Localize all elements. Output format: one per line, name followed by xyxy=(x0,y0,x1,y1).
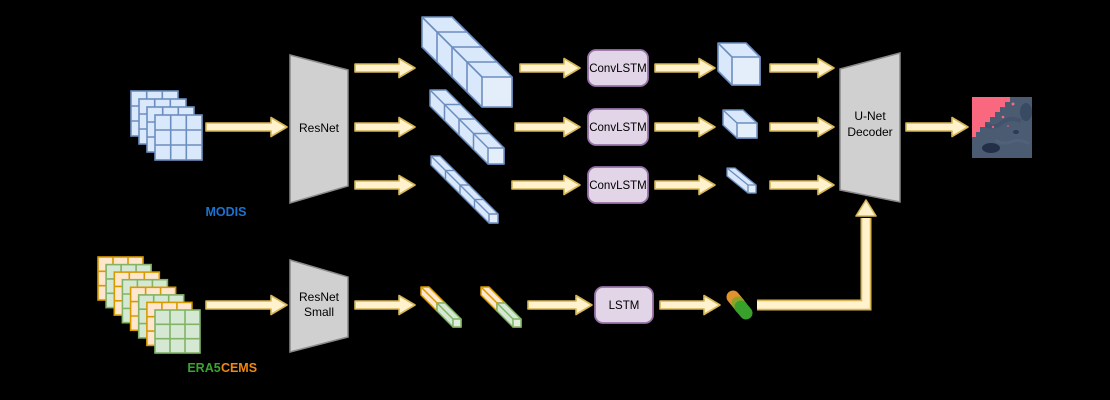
lstm-block: LSTM xyxy=(594,286,654,324)
unet-label-line2: Decoder xyxy=(847,125,892,139)
arrow-seq2-to-convlstm2 xyxy=(514,116,581,138)
arrow-seq1-to-convlstm1 xyxy=(519,57,581,79)
era5-label: ERA5 xyxy=(187,361,220,375)
arrow-resnet-out-3 xyxy=(354,174,416,196)
convlstm-block-2: ConvLSTM xyxy=(587,108,649,146)
arrow-convlstm2-out xyxy=(654,116,716,138)
prediction-output-image xyxy=(972,97,1032,158)
arrow-resnet-out-2 xyxy=(354,116,416,138)
lstm-label: LSTM xyxy=(609,300,640,312)
arrow-resnetsmall-out xyxy=(354,294,416,316)
arrow-lstm-out xyxy=(659,294,721,316)
convlstm-block-1: ConvLSTM xyxy=(587,49,649,87)
resnet-small-label-line1: ResNet xyxy=(299,290,340,304)
arrow-weather-to-resnetsmall xyxy=(205,294,288,316)
arrow-convlstm3-out xyxy=(654,174,716,196)
convlstm-1-label: ConvLSTM xyxy=(589,63,647,75)
fire-mask-region xyxy=(972,97,1010,137)
convlstm-block-3: ConvLSTM xyxy=(587,166,649,204)
arrow-resnet-out-1 xyxy=(354,57,416,79)
cems-label: CEMS xyxy=(221,361,257,375)
feature-sequence-small-icon xyxy=(430,155,499,224)
resnet-small-label-line2: Small xyxy=(304,305,334,319)
weather-sequence-1-icon xyxy=(420,286,462,328)
arrow-cube2-to-unet xyxy=(769,116,835,138)
feature-sequence-large-icon xyxy=(421,16,513,108)
era5-cems-input-stack-icon xyxy=(97,256,201,354)
modis-input-stack-icon xyxy=(130,90,203,161)
arrow-cube1-to-unet xyxy=(769,57,835,79)
feature-cube-small-icon xyxy=(726,167,757,194)
feature-cube-medium-icon xyxy=(722,109,758,139)
resnet-encoder: ResNet xyxy=(289,54,349,205)
elbow-connector-to-unet xyxy=(757,199,877,311)
convlstm-2-label: ConvLSTM xyxy=(589,122,647,134)
weather-sequence-2-icon xyxy=(480,286,522,328)
arrow-convlstm1-out xyxy=(654,57,716,79)
modis-label: MODIS xyxy=(206,205,247,219)
unet-label-line1: U-Net xyxy=(854,109,886,123)
feature-sequence-medium-icon xyxy=(429,89,505,165)
resnet-small-encoder: ResNet Small xyxy=(289,258,349,353)
feature-cube-large-icon xyxy=(717,42,761,86)
arrow-modis-to-resnet xyxy=(205,116,288,138)
convlstm-3-label: ConvLSTM xyxy=(589,180,647,192)
resnet-label: ResNet xyxy=(299,121,340,135)
arrow-weatherseq-to-lstm xyxy=(527,294,593,316)
arrow-seq3-to-convlstm3 xyxy=(511,174,581,196)
arrow-unet-to-output xyxy=(905,116,969,138)
unet-decoder: U-Net Decoder xyxy=(839,52,901,203)
arrow-cube3-to-unet xyxy=(769,174,835,196)
fused-weather-vector-icon xyxy=(726,290,753,320)
flow-arrows xyxy=(205,57,969,316)
